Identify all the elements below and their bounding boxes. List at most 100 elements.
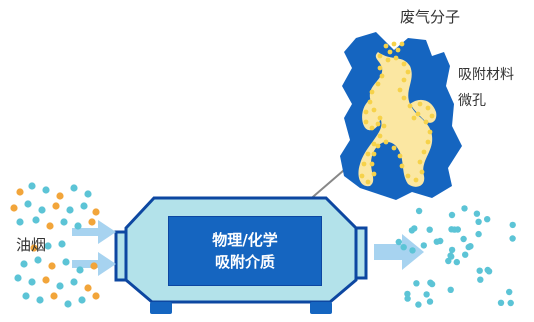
clean-particle: [415, 207, 423, 215]
micropore-label: 微孔: [458, 93, 486, 109]
smoke-particle: [22, 292, 30, 300]
gas-molecule: [385, 57, 391, 63]
gas-molecule: [417, 159, 423, 165]
medium-label-line2: 吸附介质: [214, 253, 275, 271]
gas-molecule: [369, 161, 375, 167]
gas-molecule: [383, 43, 389, 49]
smoke-particle: [62, 258, 70, 266]
clean-particle: [484, 216, 491, 223]
smoke-particle: [60, 218, 68, 226]
clean-particle: [497, 299, 505, 306]
clean-particle: [475, 230, 482, 238]
adsorption-medium-panel: 物理/化学 吸附介质: [168, 216, 322, 286]
gas-molecule: [375, 121, 381, 127]
clean-particle: [507, 299, 514, 307]
inflow-arrow-upper: [72, 220, 116, 244]
gas-molecule: [369, 125, 375, 131]
smoke-particle: [52, 202, 60, 210]
gas-molecule: [397, 87, 403, 93]
smoke-particle: [66, 206, 74, 214]
filter-foot-left: [150, 302, 172, 314]
smoke-particle: [58, 240, 66, 248]
filter-foot-right: [310, 302, 332, 314]
clean-particle: [453, 258, 460, 266]
clean-particle: [477, 276, 484, 283]
gas-molecule: [377, 115, 383, 121]
clean-particle: [415, 301, 422, 308]
waste-gas-label: 废气分子: [400, 8, 461, 26]
clean-particle: [447, 252, 454, 259]
smoke-particle: [90, 262, 98, 270]
clean-particle: [433, 238, 440, 245]
gas-molecule: [429, 113, 435, 119]
gas-molecule: [405, 173, 411, 179]
clean-air-particles: [395, 205, 516, 308]
gas-molecule: [361, 161, 367, 167]
gas-molecule: [399, 41, 405, 47]
oil-smoke-label: 油烟: [16, 236, 47, 254]
gas-molecule: [383, 139, 389, 145]
smoke-particle: [92, 292, 100, 300]
gas-molecule: [371, 171, 377, 177]
gas-molecule: [417, 101, 423, 107]
clean-particle: [461, 205, 468, 212]
clean-particle: [426, 298, 434, 305]
smoke-particle: [16, 218, 24, 226]
gas-molecule: [375, 143, 381, 149]
gas-molecule: [377, 53, 383, 59]
smoke-particle: [56, 192, 64, 200]
gas-molecule: [413, 177, 419, 183]
clean-particle: [473, 210, 481, 217]
gas-molecule: [391, 145, 397, 151]
waste-gas-molecules: [359, 41, 435, 185]
micropore-branch: [410, 99, 437, 123]
clean-particle: [395, 238, 402, 246]
gas-molecule: [393, 55, 399, 61]
gas-molecule: [399, 163, 405, 169]
smoke-particle: [84, 190, 92, 198]
clean-particle: [413, 280, 420, 287]
adsorbent-pore-closeup: [340, 32, 462, 200]
medium-label-line1: 物理/化学: [212, 231, 278, 249]
smoke-particle: [92, 208, 100, 216]
smoke-particle: [76, 266, 84, 274]
smoke-particle: [32, 216, 40, 224]
gas-molecule: [397, 153, 403, 159]
smoke-particle: [70, 184, 78, 192]
gas-molecule: [401, 77, 407, 83]
gas-molecule: [365, 151, 371, 157]
clean-particle: [475, 218, 482, 225]
clean-particle: [484, 266, 491, 274]
clean-particle: [426, 226, 433, 233]
gas-molecule: [365, 179, 371, 185]
gas-molecule: [405, 69, 411, 75]
smoke-particle: [24, 200, 32, 208]
smoke-particle: [74, 222, 82, 230]
clean-particle: [447, 286, 454, 293]
smoke-particle: [50, 292, 58, 300]
smoke-particle: [84, 284, 92, 292]
smoke-particle: [34, 256, 42, 264]
clean-particle: [404, 290, 411, 298]
gas-molecule: [421, 149, 427, 155]
clean-particle: [462, 251, 469, 258]
clean-particle: [420, 242, 427, 249]
gas-molecule: [359, 173, 365, 179]
gas-molecule: [425, 105, 431, 111]
gas-molecule: [425, 139, 431, 145]
clean-particle: [467, 243, 474, 250]
gas-molecule: [371, 151, 377, 157]
smoke-particle: [28, 278, 36, 286]
smoke-particle: [20, 260, 28, 268]
gas-molecule: [387, 49, 393, 55]
clean-particle: [423, 291, 430, 298]
smoke-particle: [64, 300, 72, 308]
clean-particle: [400, 244, 407, 251]
smoke-particle: [46, 222, 54, 230]
clean-particle: [509, 221, 516, 229]
smoke-particle: [30, 244, 38, 252]
gas-molecule: [401, 95, 407, 101]
gas-molecule: [363, 119, 369, 125]
smoke-particle: [36, 296, 44, 304]
clean-particle: [451, 226, 458, 233]
